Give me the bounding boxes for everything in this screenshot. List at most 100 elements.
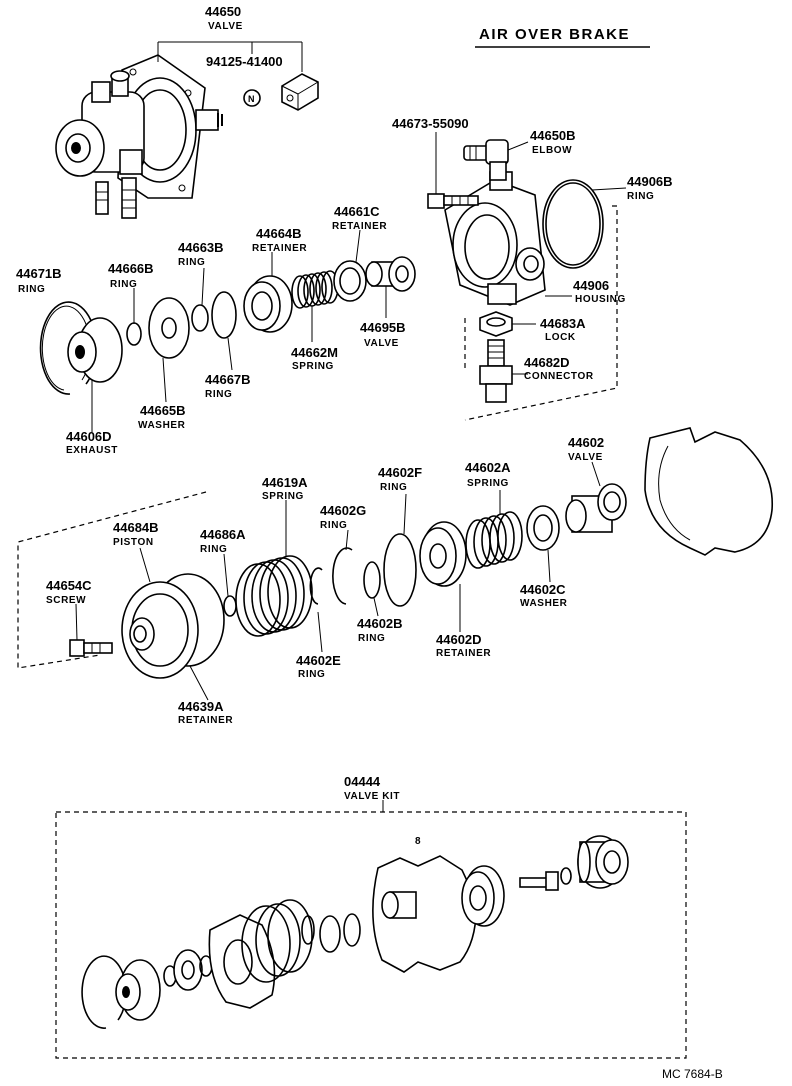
part-name: SPRING [467, 478, 509, 489]
part-number: 94125-41400 [206, 54, 283, 69]
part-number: 44639A [178, 699, 224, 714]
ring-44602f-illustration [383, 533, 417, 607]
part-name: LOCK [545, 332, 576, 343]
part-number: 44663B [178, 240, 224, 255]
part-number: 44606D [66, 429, 112, 444]
retainer-44661c-illustration [333, 229, 367, 302]
valve-kit-illustration [81, 835, 629, 1029]
part-number: 44602 [568, 435, 604, 450]
screw-44654c-illustration [69, 603, 113, 657]
part-number: 44602D [436, 632, 482, 647]
part-number: 44602B [357, 616, 403, 631]
dashed-guide-upper [464, 205, 618, 421]
part-name: RETAINER [178, 715, 233, 726]
part-name: RING [358, 633, 385, 644]
part-name: RETAINER [436, 648, 491, 659]
part-name: RING [320, 520, 347, 531]
spring-44662m-illustration [291, 270, 339, 342]
block-illustration [281, 73, 319, 111]
part-number: 44906B [627, 174, 673, 189]
ring-44602e-illustration [309, 567, 323, 653]
washer-44665b-illustration [148, 297, 190, 403]
part-name: WASHER [520, 598, 568, 609]
ring-44666b-illustration [126, 322, 142, 346]
part-number: 44695B [360, 320, 406, 335]
part-name: WASHER [138, 420, 186, 431]
part-name: EXHAUST [66, 445, 118, 456]
part-number: 44906 [573, 278, 609, 293]
nut-illustration [243, 89, 261, 107]
part-name: ELBOW [532, 145, 572, 156]
part-name: SPRING [262, 491, 304, 502]
spring-44602a-illustration [465, 490, 523, 569]
part-number: 44602C [520, 582, 566, 597]
ring-44686a-illustration [223, 595, 237, 617]
part-name: VALVE [364, 338, 399, 349]
valve-assembly-illustration [55, 54, 223, 219]
housing-illustration [444, 171, 546, 306]
part-name: RETAINER [332, 221, 387, 232]
piston-illustration [121, 547, 225, 701]
part-name: RING [298, 669, 325, 680]
exhaust-illustration [67, 317, 123, 432]
part-name: VALVE KIT [344, 791, 400, 802]
part-number: 44602G [320, 503, 366, 518]
part-name: PISTON [113, 537, 154, 548]
part-number: 44619A [262, 475, 308, 490]
part-name: HOUSING [575, 294, 626, 305]
part-number: 44662M [291, 345, 338, 360]
part-number: 44664B [256, 226, 302, 241]
part-number: 44686A [200, 527, 246, 542]
part-number: 44667B [205, 372, 251, 387]
part-number: 44661C [334, 204, 380, 219]
diagram-title: AIR OVER BRAKE [479, 26, 630, 43]
part-name: VALVE [568, 452, 603, 463]
part-number: 44650 [205, 4, 241, 19]
retainer-44602d-illustration [419, 521, 467, 632]
elbow-illustration [463, 139, 529, 181]
bolt-44673-illustration [427, 132, 479, 209]
part-number: 44673-55090 [392, 116, 469, 131]
lock-nut-illustration [479, 311, 536, 337]
part-number: 44654C [46, 578, 92, 593]
part-number: 44602A [465, 460, 511, 475]
part-name: SCREW [46, 595, 86, 606]
part-number: 44665B [140, 403, 186, 418]
part-number: 44602F [378, 465, 422, 480]
part-number: 44684B [113, 520, 159, 535]
part-number: 44650B [530, 128, 576, 143]
part-name: RING [110, 279, 137, 290]
part-name: VALVE [208, 21, 243, 32]
part-name: RING [200, 544, 227, 555]
ring-44906b-illustration [542, 179, 604, 269]
part-name: RING [627, 191, 654, 202]
part-name: RING [380, 482, 407, 493]
part-name: SPRING [292, 361, 334, 372]
valve-kit-frame [55, 811, 687, 1059]
connector-illustration [479, 339, 528, 403]
part-number: 44602E [296, 653, 341, 668]
part-number: 44682D [524, 355, 570, 370]
valve-44602-illustration [565, 461, 627, 533]
washer-44602c-illustration [526, 505, 560, 583]
part-number: 44666B [108, 261, 154, 276]
part-name: RING [205, 389, 232, 400]
part-number: 04444 [344, 774, 381, 789]
spring-44619a-illustration [235, 500, 313, 637]
ring-44602g-illustration [332, 529, 353, 605]
valve-44695b-illustration [365, 256, 416, 318]
nut-marker: N [248, 94, 255, 104]
part-name: RING [18, 284, 45, 295]
cover-illustration [644, 427, 774, 556]
part-name: RETAINER [252, 243, 307, 254]
dashed-guide-lower [17, 491, 207, 669]
part-name: CONNECTOR [524, 371, 594, 382]
kit-marker: 8 [415, 836, 421, 847]
part-number: 44671B [16, 266, 62, 281]
ring-44667b-illustration [211, 291, 237, 339]
figure-code: MC 7684-B [662, 1067, 723, 1081]
part-number: 44683A [540, 316, 586, 331]
part-name: RING [178, 257, 205, 268]
ring-44602b-illustration [363, 561, 381, 599]
